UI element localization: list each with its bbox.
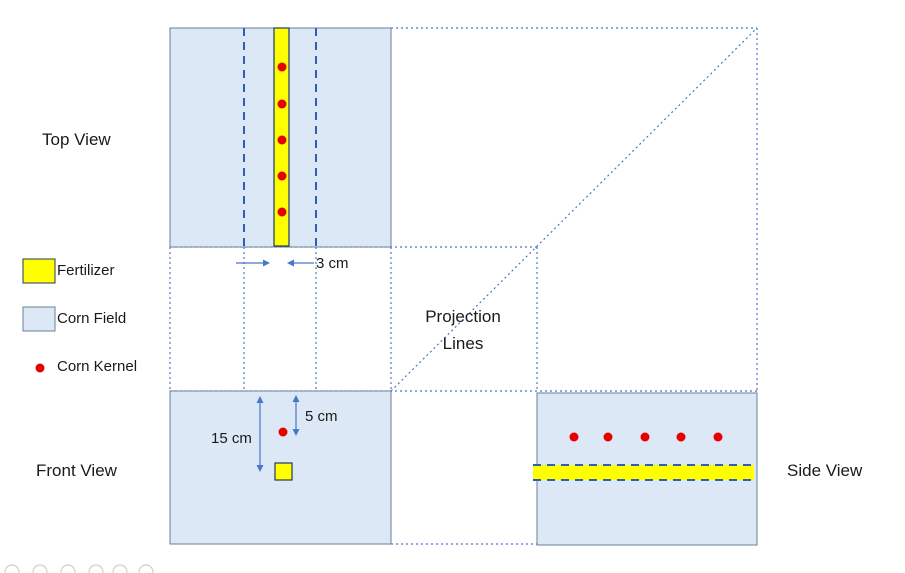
fertilizer-depth-dimension: 15 cm	[211, 396, 264, 472]
side-view-fertilizer-band	[533, 465, 754, 480]
top-view-kernel	[277, 171, 287, 181]
top-view-kernel	[277, 99, 287, 109]
front-view	[169, 390, 392, 545]
fertilizer-depth-arrow-bottom	[256, 465, 264, 472]
gap-arrow-left-head	[263, 259, 270, 267]
legend-fertilizer-label: Fertilizer	[57, 262, 115, 279]
projection-label-line1: Projection	[425, 307, 501, 326]
side-view	[533, 392, 758, 546]
kernel-depth-dimension: 5 cm	[292, 395, 338, 436]
legend-corn-kernel-label: Corn Kernel	[57, 358, 137, 375]
kernel-depth-arrow-bottom	[292, 429, 300, 436]
gap-dimension: 3 cm	[236, 255, 349, 272]
fertilizer-depth-arrow-top	[256, 396, 264, 403]
legend-corn-kernel-dot	[35, 363, 45, 373]
carousel-dot	[60, 564, 76, 573]
carousel-indicator	[4, 564, 154, 573]
carousel-dot	[32, 564, 48, 573]
carousel-dot	[88, 564, 104, 573]
front-view-kernel	[278, 427, 288, 437]
front-view-label: Front View	[36, 461, 118, 480]
side-view-kernel	[569, 432, 579, 442]
kernel-depth-label: 5 cm	[305, 408, 338, 425]
legend-fertilizer-swatch	[22, 258, 56, 284]
legend: Fertilizer Corn Field Corn Kernel	[22, 258, 137, 375]
side-view-kernel	[676, 432, 686, 442]
carousel-dot	[4, 564, 20, 573]
kernel-depth-arrow-top	[292, 395, 300, 402]
legend-corn-field-swatch	[22, 306, 56, 332]
side-view-kernel	[713, 432, 723, 442]
carousel-dot	[112, 564, 128, 573]
gap-arrow-right-head	[287, 259, 294, 267]
side-view-label: Side View	[787, 461, 863, 480]
top-view-label: Top View	[42, 130, 111, 149]
projection-label-line2: Lines	[443, 334, 484, 353]
top-view-kernel	[277, 62, 287, 72]
top-view-kernel	[277, 135, 287, 145]
proj-line-diagonal	[390, 27, 758, 392]
carousel-dot	[138, 564, 154, 573]
front-view-fertilizer	[274, 462, 293, 481]
fertilizer-depth-label: 15 cm	[211, 430, 252, 447]
side-view-kernel	[603, 432, 613, 442]
top-view	[169, 27, 392, 248]
gap-dimension-label: 3 cm	[316, 255, 349, 272]
side-view-kernel	[640, 432, 650, 442]
legend-corn-field-label: Corn Field	[57, 310, 126, 327]
top-view-kernel	[277, 207, 287, 217]
